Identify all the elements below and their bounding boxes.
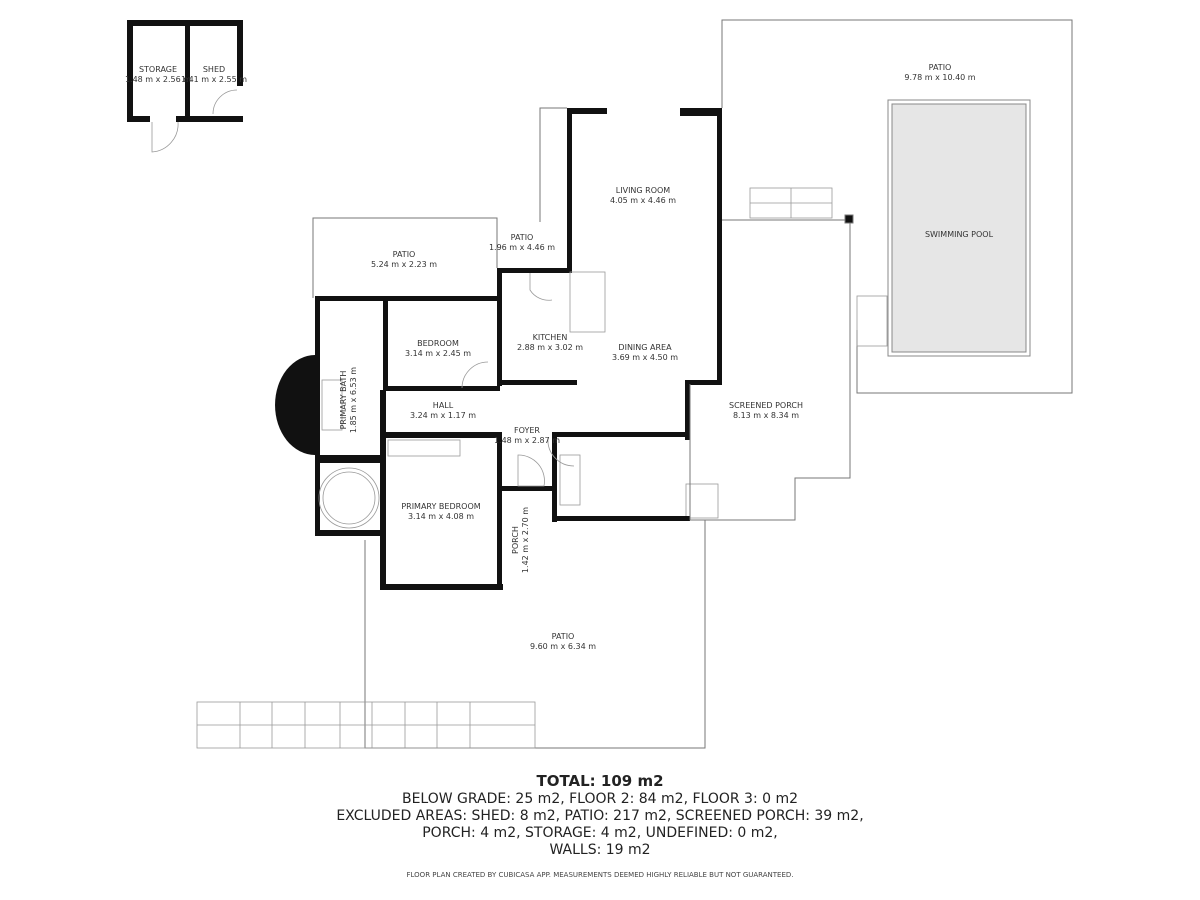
storage-label: STORAGE: [139, 65, 177, 74]
shed-label: SHED: [203, 65, 225, 74]
hall-label: HALL: [433, 401, 454, 410]
stairs: [196, 187, 888, 749]
fixtures: [318, 271, 606, 529]
storage-shed-walls: [127, 20, 243, 153]
patio-bottom-dims: 9.60 m x 6.34 m: [530, 642, 596, 651]
primary-bath-dims: 1.85 m x 6.53 m: [349, 367, 358, 433]
foyer-dims: 1.48 m x 2.87 m: [494, 436, 560, 445]
screened-porch-walls: [689, 214, 854, 521]
patio-pool-dims: 9.78 m x 10.40 m: [904, 73, 975, 82]
kitchen-dims: 2.88 m x 3.02 m: [517, 343, 583, 352]
shed-dims: 1.41 m x 2.55 m: [181, 75, 247, 84]
screened-porch-dims: 8.13 m x 8.34 m: [733, 411, 799, 420]
area-breakdown-line-4: WALLS: 19 m2: [549, 842, 651, 858]
patio-mid-label: PATIO: [511, 233, 534, 242]
porch-label: PORCH: [511, 526, 520, 554]
patio-left-dims: 5.24 m x 2.23 m: [371, 260, 437, 269]
patio-left-label: PATIO: [393, 250, 416, 259]
hall-dims: 3.24 m x 1.17 m: [410, 411, 476, 420]
patio-pool-label: PATIO: [929, 63, 952, 72]
primary-bath-label: PRIMARY BATH: [339, 371, 348, 430]
patio-mid-dims: 1.96 m x 4.46 m: [489, 243, 555, 252]
bedroom-label: BEDROOM: [417, 339, 459, 348]
dining-label: DINING AREA: [618, 343, 672, 352]
screened-porch-label: SCREENED PORCH: [729, 401, 803, 410]
living-room-dims: 4.05 m x 4.46 m: [610, 196, 676, 205]
area-breakdown-line-1: BELOW GRADE: 25 m2, FLOOR 2: 84 m2, FLOO…: [401, 791, 799, 807]
bedroom-dims: 3.14 m x 2.45 m: [405, 349, 471, 358]
room-labels: STORAGE 1.48 m x 2.56 m SHED 1.41 m x 2.…: [125, 63, 994, 651]
primary-bedroom-label: PRIMARY BEDROOM: [401, 502, 480, 511]
porch-dims: 1.42 m x 2.70 m: [521, 507, 530, 573]
area-breakdown-line-3: PORCH: 4 m2, STORAGE: 4 m2, UNDEFINED: 0…: [422, 825, 778, 841]
primary-bedroom-dims: 3.14 m x 4.08 m: [408, 512, 474, 521]
storage-dims: 1.48 m x 2.56 m: [125, 75, 191, 84]
kitchen-label: KITCHEN: [533, 333, 568, 342]
area-breakdown-line-2: EXCLUDED AREAS: SHED: 8 m2, PATIO: 217 m…: [336, 808, 864, 824]
patio-bottom-label: PATIO: [552, 632, 575, 641]
swimming-pool: [887, 99, 1031, 357]
foyer-label: FOYER: [514, 426, 540, 435]
living-room-label: LIVING ROOM: [616, 186, 671, 195]
total-area: TOTAL: 109 m2: [536, 772, 664, 790]
dining-dims: 3.69 m x 4.50 m: [612, 353, 678, 362]
disclaimer-footer: FLOOR PLAN CREATED BY CUBICASA APP. MEAS…: [406, 871, 794, 879]
pool-label: SWIMMING POOL: [925, 230, 994, 239]
house-walls: [275, 108, 722, 590]
